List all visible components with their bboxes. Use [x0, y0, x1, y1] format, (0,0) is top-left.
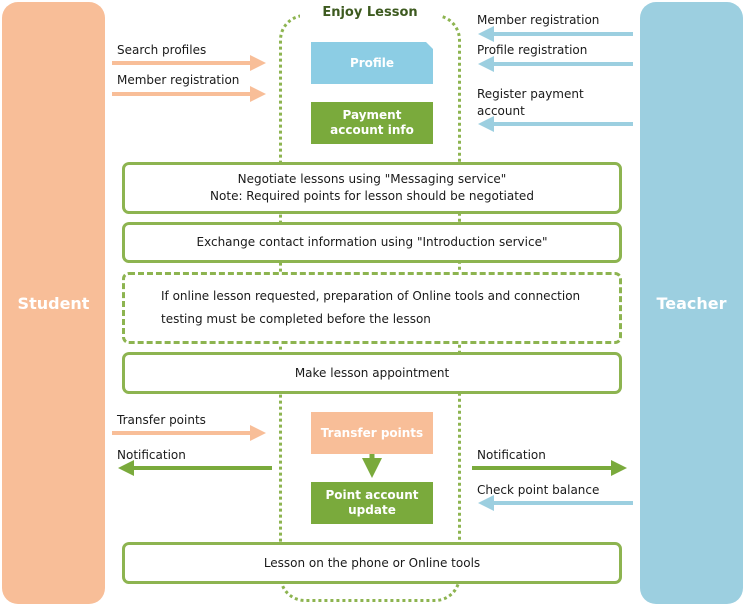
payment-account-box: Payment account info — [311, 102, 433, 144]
teacher-label: Teacher — [656, 293, 727, 313]
profile-box-fold — [426, 42, 433, 49]
transfer-points-box: Transfer points — [311, 412, 433, 454]
profile-box: Profile — [311, 42, 433, 84]
label-teacher-notification: Notification — [477, 448, 546, 462]
enjoy-lesson-title: Enjoy Lesson — [300, 4, 440, 22]
label-student-member-registration: Member registration — [117, 73, 240, 87]
student-lane: Student — [2, 2, 105, 604]
label-student-notification: Notification — [117, 448, 186, 462]
transfer-points-box-label: Transfer points — [320, 425, 424, 440]
profile-box-label: Profile — [349, 55, 395, 70]
student-label: Student — [17, 293, 90, 313]
label-profile-registration: Profile registration — [477, 43, 588, 57]
label-teacher-member-registration: Member registration — [477, 13, 600, 27]
label-student-transfer-points: Transfer points — [117, 413, 206, 427]
step-lesson: Lesson on the phone or Online tools — [122, 542, 622, 584]
step-negotiate-lessons: Negotiate lessons using "Messaging servi… — [122, 162, 622, 214]
label-search-profiles: Search profiles — [117, 43, 207, 57]
step-online-preparation: If online lesson requested, preparation … — [122, 272, 622, 344]
step-make-appointment: Make lesson appointment — [122, 352, 622, 394]
label-check-point-balance: Check point balance — [477, 483, 600, 497]
step-exchange-contact: Exchange contact information using "Intr… — [122, 222, 622, 263]
label-register-payment: Register payment account — [477, 87, 584, 118]
point-account-update-box: Point account update — [311, 482, 433, 524]
teacher-lane: Teacher — [640, 2, 743, 604]
